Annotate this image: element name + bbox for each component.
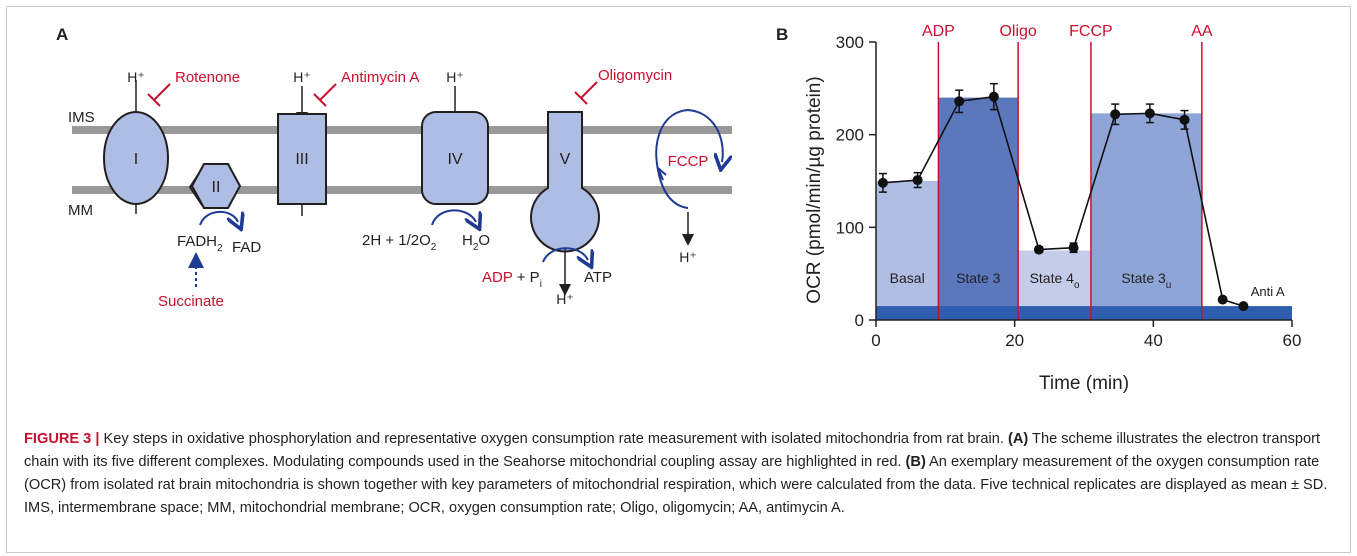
oligomycin-inhibitor-icon bbox=[574, 81, 598, 105]
state-label-3: State 3u bbox=[1121, 270, 1171, 291]
y-axis-label: OCR (pmol/min/µg protein) bbox=[804, 76, 825, 303]
ims-membrane bbox=[72, 126, 732, 134]
y-tick-label-0: 0 bbox=[855, 311, 864, 330]
complex-iii-label: III bbox=[295, 151, 308, 168]
state-label-1: State 3 bbox=[956, 270, 1001, 286]
mm-membrane bbox=[72, 186, 732, 194]
state-bar-3 bbox=[1090, 113, 1202, 320]
caption-b-ref: (B) bbox=[905, 454, 926, 470]
ocr-series bbox=[877, 82, 1249, 312]
fccp-right-arc bbox=[687, 109, 723, 162]
complex-ii-label: II bbox=[212, 179, 221, 196]
x-tick-label-3: 60 bbox=[1283, 331, 1302, 350]
complex-v-label: V bbox=[560, 151, 571, 168]
fad-label: FAD bbox=[232, 239, 261, 256]
x-axis-label: Time (min) bbox=[1039, 373, 1129, 394]
x-tick-label-1: 20 bbox=[1005, 331, 1024, 350]
state-labels: Basal State 3 State 4o State 3u Anti A bbox=[890, 270, 1285, 299]
fccp-label: FCCP bbox=[668, 153, 709, 170]
atp-arrow-icon bbox=[542, 247, 588, 262]
injection-lines: ADP Oligo FCCP AA bbox=[922, 23, 1213, 320]
data-point-6 bbox=[1110, 109, 1121, 120]
ims-label: IMS bbox=[68, 109, 95, 126]
panel-a-label: A bbox=[56, 25, 68, 44]
oxygen-label: 2H + 1/2O2 bbox=[362, 232, 437, 253]
y-tick-label-1: 100 bbox=[836, 218, 864, 237]
fccp-loop: FCCP H⁺ bbox=[655, 109, 723, 265]
caption-a-text: The scheme illustrates the electron tran… bbox=[24, 431, 1321, 470]
water-arrow-icon bbox=[431, 209, 476, 225]
axes: 0 100 200 300 0 20 40 60 bbox=[836, 33, 1302, 350]
data-point-4 bbox=[1033, 244, 1044, 255]
state-bar-4 bbox=[876, 306, 1292, 320]
caption-intro: Key steps in oxidative phosphorylation a… bbox=[99, 431, 1008, 447]
complex-iv-label: IV bbox=[447, 151, 462, 168]
adp-pi-label: ADP + Pi bbox=[482, 269, 542, 290]
water-label: H2O bbox=[462, 232, 490, 253]
data-point-7 bbox=[1144, 108, 1155, 119]
succinate-label: Succinate bbox=[158, 293, 224, 310]
complex-ii: II FADH2 FAD Succinate bbox=[158, 163, 261, 310]
complex-v: V Oligomycin ADP + Pi ATP H⁺ bbox=[482, 67, 672, 307]
panel-a: A IMS MM I H⁺ Rotenone II FADH2 FAD Succ… bbox=[56, 25, 732, 310]
data-point-3 bbox=[988, 91, 999, 102]
fadh2-label: FADH2 bbox=[177, 233, 223, 254]
x-tick-label-2: 40 bbox=[1144, 331, 1163, 350]
h-plus-v: H⁺ bbox=[556, 291, 574, 307]
h-plus-iv: H⁺ bbox=[446, 69, 464, 85]
y-tick-label-3: 300 bbox=[836, 33, 864, 52]
injection-label-1: Oligo bbox=[999, 23, 1036, 40]
h-plus-fccp: H⁺ bbox=[679, 249, 697, 265]
fadh2-arrow-icon bbox=[199, 210, 238, 225]
panel-b: B ADP Oligo FCCP AA Basal State 3 State 4o Sta… bbox=[776, 23, 1301, 394]
y-tick-label-2: 200 bbox=[836, 126, 864, 145]
data-point-1 bbox=[912, 175, 923, 186]
h-plus-iii: H⁺ bbox=[293, 69, 311, 85]
complex-v-shape bbox=[530, 111, 600, 253]
complex-iv: IV H⁺ 2H + 1/2O2 H2O bbox=[362, 69, 490, 253]
state-bar-0 bbox=[876, 181, 939, 320]
injection-label-2: FCCP bbox=[1069, 23, 1113, 40]
data-point-8 bbox=[1179, 114, 1190, 125]
caption-a-ref: (A) bbox=[1008, 431, 1029, 447]
h-plus-i: H⁺ bbox=[127, 69, 145, 85]
figure-caption: FIGURE 3 | Key steps in oxidative phosph… bbox=[24, 428, 1336, 520]
state-label-0: Basal bbox=[890, 270, 925, 286]
state-bar-1 bbox=[938, 97, 1019, 320]
caption-b-text: An exemplary measurement of the oxygen c… bbox=[24, 454, 1328, 516]
state-label-4: Anti A bbox=[1251, 284, 1285, 299]
injection-label-3: AA bbox=[1191, 23, 1213, 40]
injection-label-0: ADP bbox=[922, 23, 955, 40]
atp-label: ATP bbox=[584, 269, 612, 286]
antimycin-label: Antimycin A bbox=[341, 69, 419, 86]
oligomycin-label: Oligomycin bbox=[598, 67, 672, 84]
state-label-2: State 4o bbox=[1030, 270, 1080, 291]
complex-iii: III H⁺ Antimycin A bbox=[277, 69, 419, 216]
mm-label: MM bbox=[68, 202, 93, 219]
figure-3: A IMS MM I H⁺ Rotenone II FADH2 FAD Succ… bbox=[56, 23, 1301, 394]
data-point-5 bbox=[1068, 242, 1079, 253]
rotenone-label: Rotenone bbox=[175, 69, 240, 86]
antimycin-inhibitor-icon bbox=[313, 83, 337, 107]
complex-i-label: I bbox=[134, 151, 138, 168]
data-point-0 bbox=[877, 177, 888, 188]
data-point-2 bbox=[954, 96, 965, 107]
x-tick-label-0: 0 bbox=[871, 331, 880, 350]
complex-i: I H⁺ Rotenone bbox=[103, 69, 240, 214]
data-point-9 bbox=[1217, 294, 1228, 305]
data-point-10 bbox=[1238, 301, 1249, 312]
complex-ii-hexagon bbox=[190, 163, 242, 209]
panel-b-label: B bbox=[776, 25, 788, 44]
rotenone-inhibitor-icon bbox=[147, 83, 171, 107]
caption-figure-label: FIGURE 3 | bbox=[24, 431, 100, 447]
